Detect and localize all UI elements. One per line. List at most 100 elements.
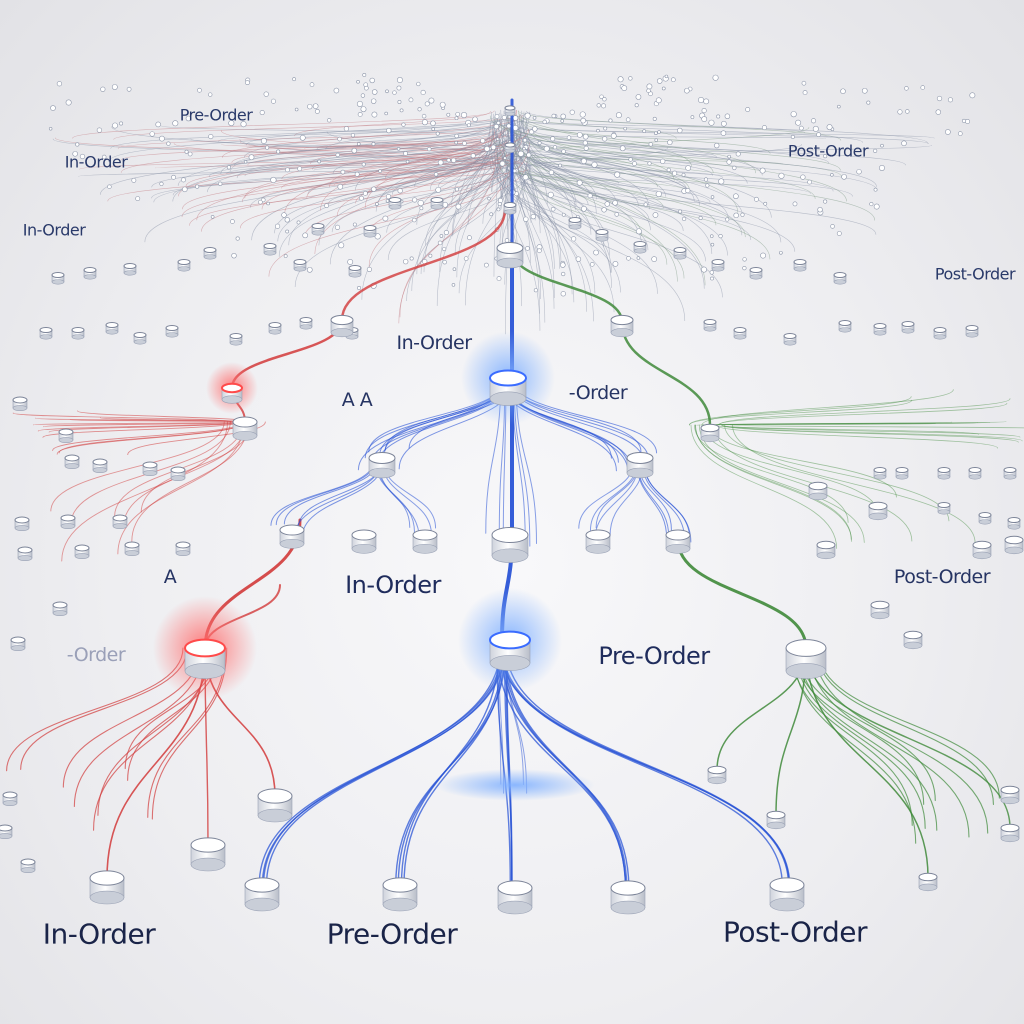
canopy-node (823, 154, 828, 159)
leaf-node (203, 246, 217, 260)
canopy-node (340, 169, 346, 175)
canopy-node (581, 205, 587, 212)
canopy-node (873, 148, 878, 153)
canopy-edge (331, 157, 517, 233)
canopy-node (369, 77, 375, 84)
canopy-node (472, 116, 478, 123)
canopy-node (685, 188, 691, 194)
canopy-node (309, 82, 315, 87)
canopy-node (490, 144, 497, 151)
canopy-node (526, 152, 532, 158)
canopy-node (356, 142, 361, 146)
canopy-node (779, 250, 783, 255)
branch-node (491, 526, 529, 563)
canopy-edge (496, 152, 717, 226)
canopy-node (655, 97, 662, 104)
leaf-node (816, 540, 836, 560)
canopy-node (710, 276, 714, 281)
canopy-node (454, 133, 459, 139)
canopy-node (745, 107, 751, 112)
canopy-node (703, 177, 709, 182)
pre-order-label-blue: Pre-Order (598, 642, 710, 670)
post-order-edge (805, 647, 929, 878)
leaf-node (769, 877, 805, 912)
post-order-edge (510, 248, 624, 324)
branch-node (585, 529, 611, 554)
canopy-node (604, 201, 610, 207)
canopy-node (561, 271, 566, 277)
canopy-node (235, 236, 240, 241)
canopy-edge (492, 126, 612, 273)
canopy-node (667, 139, 673, 146)
leaf-node (64, 454, 80, 470)
canopy-node (385, 89, 389, 94)
canopy-node (826, 124, 833, 131)
canopy-node (446, 112, 451, 117)
canopy-node (614, 171, 621, 178)
leaf-node (0, 824, 13, 840)
post-order-node (610, 314, 634, 338)
leaf-node (568, 216, 582, 230)
leaf-node (105, 321, 119, 335)
canopy-node (709, 270, 714, 275)
canopy-node (408, 97, 414, 103)
canopy-node (721, 120, 727, 127)
canopy-node (428, 97, 435, 104)
leaf-node (901, 320, 915, 334)
canopy-node (489, 212, 494, 217)
leaf-node (348, 264, 362, 278)
canopy-node (442, 246, 447, 252)
canopy-node (576, 131, 583, 138)
leaf-node (1000, 823, 1020, 843)
canopy-node (596, 103, 601, 108)
canopy-node (370, 98, 377, 104)
canopy-node (608, 118, 613, 123)
canopy-node (296, 220, 301, 225)
pre-order-edge (262, 644, 502, 886)
canopy-node (861, 87, 868, 94)
canopy-node (56, 81, 63, 87)
canopy-edge (511, 142, 746, 238)
canopy-node (798, 125, 804, 131)
canopy-node (632, 161, 637, 167)
canopy-node (961, 118, 967, 123)
canopy-node (525, 246, 530, 251)
tree-nodes (0, 105, 1024, 915)
canopy-node (522, 174, 529, 181)
canopy-node (856, 169, 862, 175)
canopy-node (965, 119, 971, 125)
canopy-node (285, 167, 290, 173)
canopy-node (587, 193, 593, 199)
canopy-edge (72, 110, 495, 139)
post-order-edge (718, 398, 1011, 426)
canopy-edge (120, 130, 492, 173)
leaf-node (673, 246, 687, 260)
canopy-edge (110, 116, 516, 149)
canopy-node (841, 174, 847, 180)
canopy-edge (457, 111, 492, 215)
canopy-edge (306, 140, 511, 198)
canopy-edge (411, 121, 522, 292)
canopy-node (460, 111, 468, 119)
canopy-node (466, 235, 472, 241)
canopy-node (647, 161, 652, 166)
post-order-edge (676, 538, 808, 650)
canopy-node (352, 222, 357, 227)
leaf-node (766, 810, 786, 830)
leaf-node (873, 466, 887, 480)
post-order-edge (712, 422, 991, 426)
canopy-edge (496, 168, 877, 235)
canopy-node (536, 248, 542, 254)
canopy-node (375, 202, 379, 206)
canopy-node (427, 146, 432, 152)
canopy-node (603, 126, 608, 131)
canopy-node (443, 230, 449, 236)
canopy-node (945, 129, 951, 135)
canopy-node (705, 183, 710, 188)
canopy-edge (517, 110, 842, 141)
canopy-node (795, 119, 802, 126)
canopy-node (802, 90, 808, 95)
canopy-node (421, 119, 428, 126)
canopy-node (681, 172, 686, 177)
canopy-node (119, 121, 124, 126)
